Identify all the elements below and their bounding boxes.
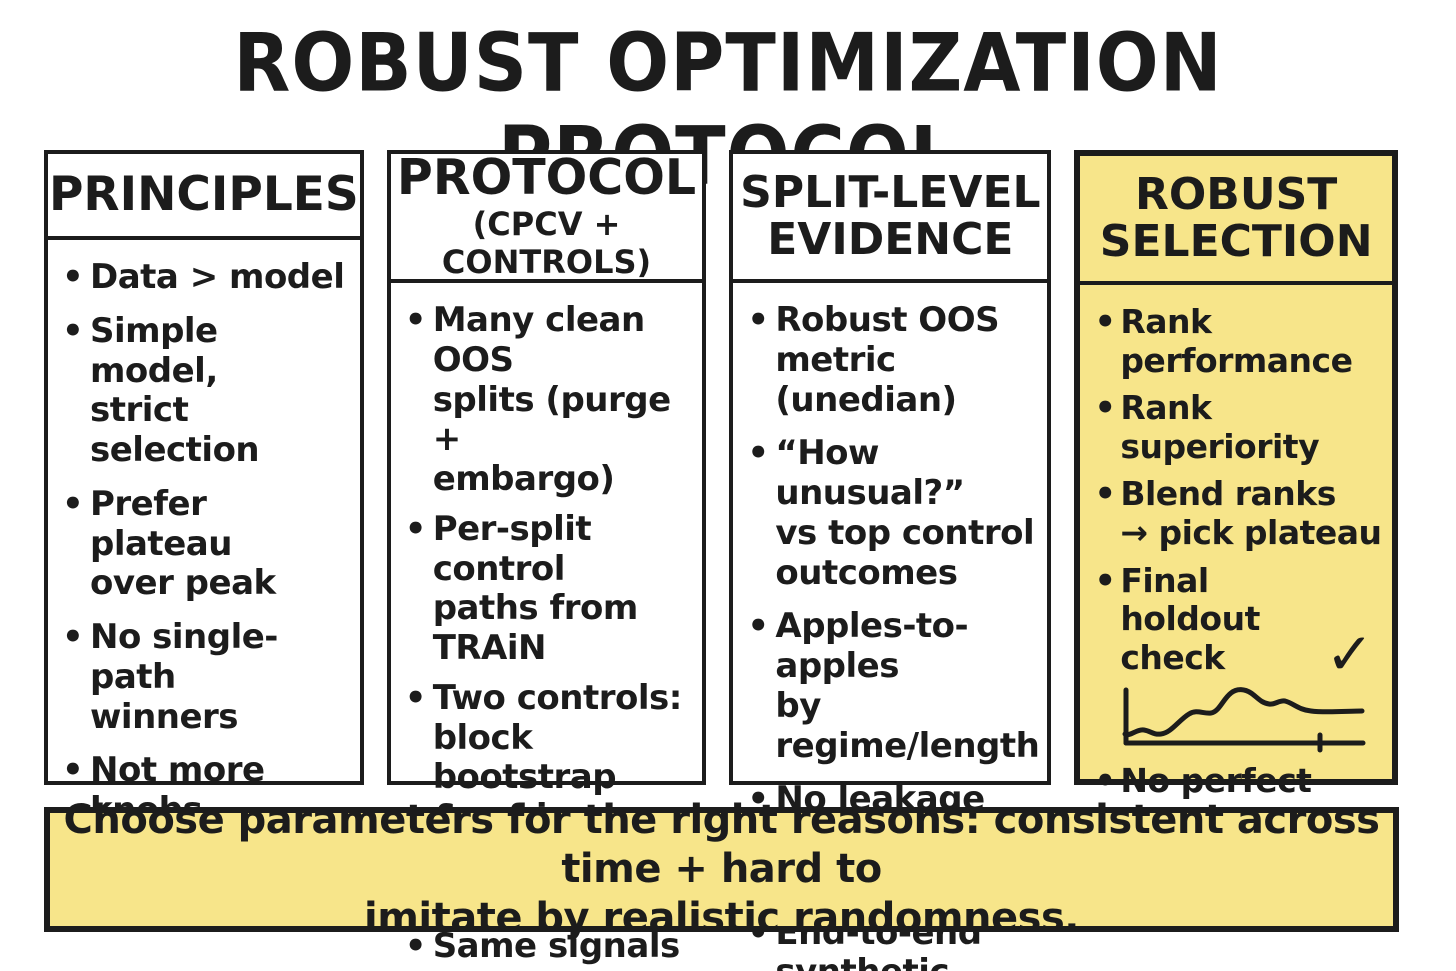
list-item-text: Prefer plateau over peak bbox=[90, 483, 276, 604]
bullet-icon: • bbox=[404, 508, 427, 549]
sketch-curve bbox=[1122, 687, 1365, 738]
column-header-text: SPLIT-LEVEL EVIDENCE bbox=[740, 167, 1041, 265]
footer-banner-text: Choose parameters for the right reasons:… bbox=[63, 797, 1380, 941]
bullet-icon: • bbox=[62, 617, 84, 658]
list-item: • Apples-to-apples by regime/length bbox=[747, 606, 1040, 766]
list-item: • Rank superiority bbox=[1094, 388, 1384, 466]
bullet-icon: • bbox=[1094, 761, 1117, 802]
column-header-text: PRINCIPLES bbox=[48, 167, 359, 223]
list-item-text: Same signals applied to all paths bbox=[432, 926, 681, 971]
list-item: • Blend ranks → pick plateau bbox=[1094, 475, 1384, 552]
bullet-icon: • bbox=[747, 300, 770, 340]
column-principles: PRINCIPLES • Data > model • Simple model… bbox=[44, 150, 364, 910]
column-split-level-evidence-header: SPLIT-LEVEL EVIDENCE bbox=[733, 154, 1048, 283]
list-item-text: No single-path winners bbox=[90, 617, 278, 737]
final-holdout-row: • Final holdout check ✓ bbox=[1094, 560, 1384, 689]
equity-curve-sketch bbox=[1122, 687, 1366, 753]
column-split-level-evidence: SPLIT-LEVEL EVIDENCE • Robust OOS metric… bbox=[729, 150, 1052, 971]
list-item-text: Rank superiority bbox=[1120, 388, 1320, 466]
list-item-text: Data > model bbox=[90, 257, 345, 297]
list-item-text: Simple model, strict selection bbox=[90, 310, 260, 471]
list-item: • Simple model, strict selection bbox=[62, 310, 352, 471]
list-item-text: Blend ranks → pick plateau bbox=[1120, 474, 1382, 553]
robust-selection-list: • Rank performance • Rank superiority • … bbox=[1080, 285, 1392, 849]
column-protocol-header: PROTOCOL (CPCV + CONTROLS) bbox=[390, 148, 703, 283]
list-item: • No single-path winners bbox=[62, 617, 352, 737]
bullet-icon: • bbox=[62, 257, 84, 297]
footer-banner: Choose parameters for the right reasons:… bbox=[44, 797, 1399, 941]
list-item: • Prefer plateau over peak bbox=[62, 483, 352, 604]
column-subheader-text: (CPCV + CONTROLS) bbox=[441, 205, 652, 282]
column-protocol: PROTOCOL (CPCV + CONTROLS) • Many clean … bbox=[386, 148, 707, 971]
column-header-text: ROBUST SELECTION bbox=[1099, 169, 1373, 267]
bullet-icon: • bbox=[404, 677, 427, 718]
principles-list: • Data > model • Simple model, strict se… bbox=[48, 240, 360, 924]
columns-row: PRINCIPLES • Data > model • Simple model… bbox=[44, 148, 1398, 971]
bullet-icon: • bbox=[747, 606, 770, 647]
column-robust-selection-header: ROBUST SELECTION bbox=[1080, 156, 1392, 285]
list-item: • Many clean OOS splits (purge + embargo… bbox=[404, 300, 695, 500]
list-item-text: Robust OOS metric (unedian) bbox=[775, 300, 1000, 420]
checkmark-icon: ✓ bbox=[1325, 620, 1374, 689]
list-item-text: Apples-to-apples by regime/length bbox=[775, 606, 1040, 766]
list-item: • Data > model bbox=[62, 257, 352, 298]
list-item-text: Final holdout check bbox=[1120, 560, 1260, 677]
list-item: • Per-split control paths from TRAiN bbox=[404, 508, 695, 669]
bullet-icon: • bbox=[1094, 560, 1117, 601]
list-item-text: “How unusual?” vs top control outcomes bbox=[775, 433, 1035, 593]
bullet-icon: • bbox=[1094, 388, 1117, 429]
list-item-text: Rank performance bbox=[1120, 302, 1353, 380]
column-robust-selection: ROBUST SELECTION • Rank performance • Ra… bbox=[1074, 150, 1398, 839]
bullet-icon: • bbox=[1094, 302, 1117, 342]
list-item-text: Many clean OOS splits (purge + embargo) bbox=[432, 300, 671, 500]
list-item: • “How unusual?” vs top control outcomes bbox=[747, 433, 1039, 593]
list-item: • Robust OOS metric (unedian) bbox=[747, 300, 1039, 420]
bullet-icon: • bbox=[62, 750, 84, 791]
list-item: • Rank performance bbox=[1094, 302, 1384, 380]
list-item: • Same signals applied to all paths bbox=[405, 927, 695, 971]
bullet-icon: • bbox=[62, 310, 84, 351]
bullet-icon: • bbox=[747, 433, 770, 474]
list-item-final-holdout: • Final holdout check ✓ bbox=[1094, 560, 1384, 754]
bullet-icon: • bbox=[1094, 474, 1117, 515]
bullet-icon: • bbox=[404, 926, 427, 967]
bullet-icon: • bbox=[62, 483, 84, 524]
bullet-icon: • bbox=[404, 300, 427, 340]
list-item-text: Per-split control paths from TRAiN bbox=[432, 508, 639, 669]
column-header-text: PROTOCOL bbox=[396, 148, 697, 206]
column-principles-header: PRINCIPLES bbox=[48, 154, 360, 240]
